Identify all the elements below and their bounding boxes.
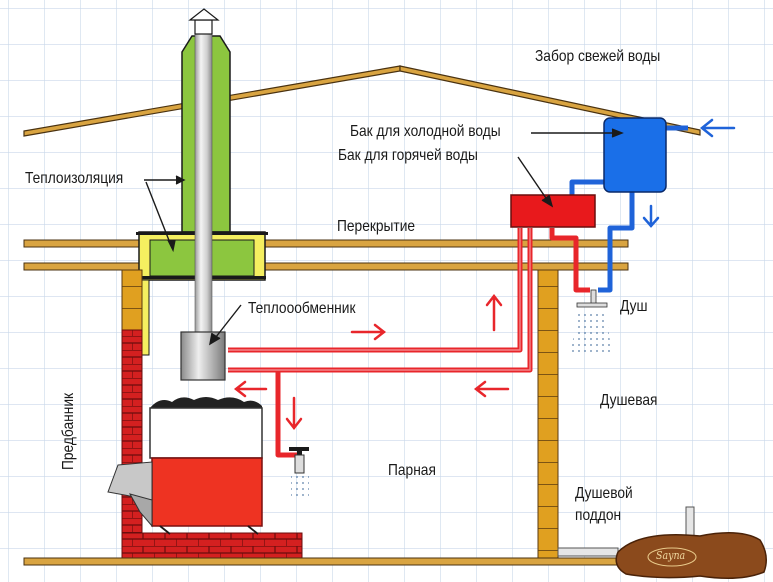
hot-water-pipes bbox=[228, 228, 590, 458]
label-fresh-water-intake: Забор свежей воды bbox=[535, 48, 661, 65]
steam-room-tap bbox=[289, 447, 309, 500]
hot-water-tank bbox=[510, 194, 596, 228]
label-heat-exchanger: Теплоообменник bbox=[248, 300, 356, 317]
label-cold-water-tank: Бак для холодной воды bbox=[350, 123, 501, 140]
return-left-arrow-1 bbox=[233, 380, 268, 398]
fresh-water-in-arrow bbox=[699, 118, 736, 138]
sauna-logo bbox=[615, 532, 767, 579]
return-left-arrow-2 bbox=[473, 380, 510, 398]
chimney-cap bbox=[188, 8, 220, 21]
logo-text: Sayna bbox=[656, 549, 686, 562]
label-thermal-insulation: Теплоизоляция bbox=[25, 170, 124, 187]
right-brick-wall bbox=[537, 269, 559, 561]
tap-down-arrow bbox=[285, 396, 303, 431]
ceiling-beams bbox=[23, 239, 629, 271]
hot-water-up-arrow bbox=[485, 293, 503, 332]
sauna-stove bbox=[107, 397, 263, 535]
label-hot-water-tank: Бак для горячей воды bbox=[338, 147, 478, 164]
label-dressing-room: Предбанник bbox=[60, 392, 77, 470]
label-steam-room: Парная bbox=[388, 462, 436, 479]
label-shower-tray-line2: поддон bbox=[575, 507, 622, 524]
label-ceiling: Перекрытие bbox=[337, 218, 416, 235]
cold-water-down-arrow bbox=[642, 204, 660, 228]
cold-water-tank bbox=[603, 117, 667, 193]
label-shower-tray-line1: Душевой bbox=[575, 485, 633, 502]
chimney-pipe bbox=[188, 8, 220, 341]
label-shower-room: Душевая bbox=[600, 392, 658, 409]
hot-water-right-arrow bbox=[350, 323, 387, 341]
shower-head bbox=[570, 289, 612, 356]
label-shower: Душ bbox=[620, 298, 648, 315]
shower-spray bbox=[570, 312, 612, 356]
leader-lines bbox=[144, 128, 624, 346]
cold-water-pipes bbox=[569, 125, 688, 293]
